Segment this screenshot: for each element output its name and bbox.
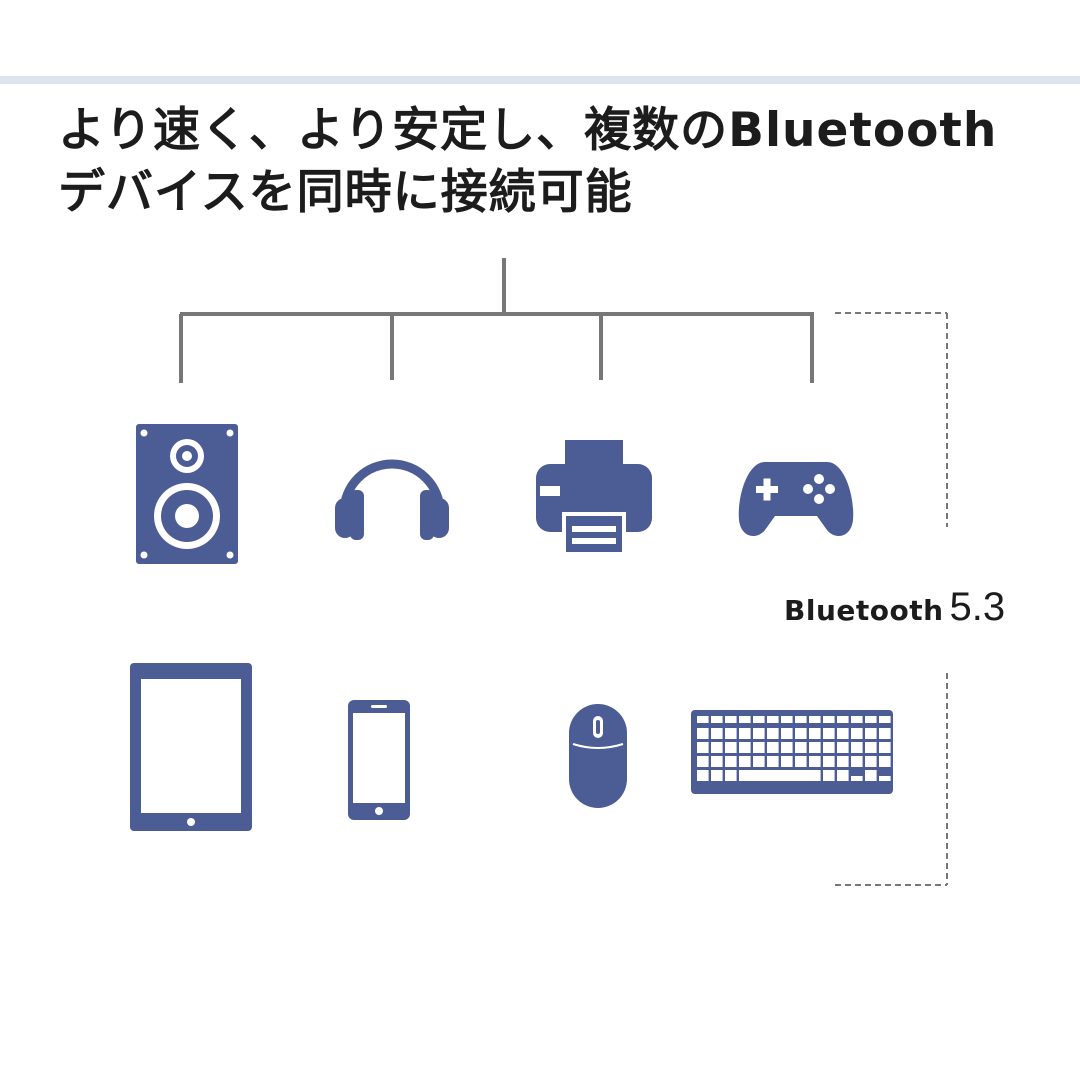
bluetooth-label: Bluetooth bbox=[784, 594, 944, 627]
speaker-icon bbox=[136, 424, 238, 564]
headline-line-2: デバイスを同時に接続可能 bbox=[58, 165, 633, 220]
bluetooth-version: 5.3 bbox=[949, 585, 1006, 629]
connector-tree bbox=[179, 258, 814, 383]
keyboard-icon bbox=[691, 710, 893, 794]
headline: より速く、より安定し、複数のBluetooth デバイスを同時に接続可能 bbox=[58, 100, 1038, 224]
smartphone-icon bbox=[348, 700, 410, 820]
gamepad-icon bbox=[737, 458, 855, 538]
mouse-icon bbox=[569, 704, 627, 808]
headphones-icon bbox=[332, 452, 452, 540]
top-rule bbox=[0, 76, 1080, 84]
printer-icon bbox=[536, 440, 652, 554]
headline-line-1: より速く、より安定し、複数のBluetooth bbox=[58, 103, 998, 158]
tablet-icon bbox=[130, 663, 252, 831]
